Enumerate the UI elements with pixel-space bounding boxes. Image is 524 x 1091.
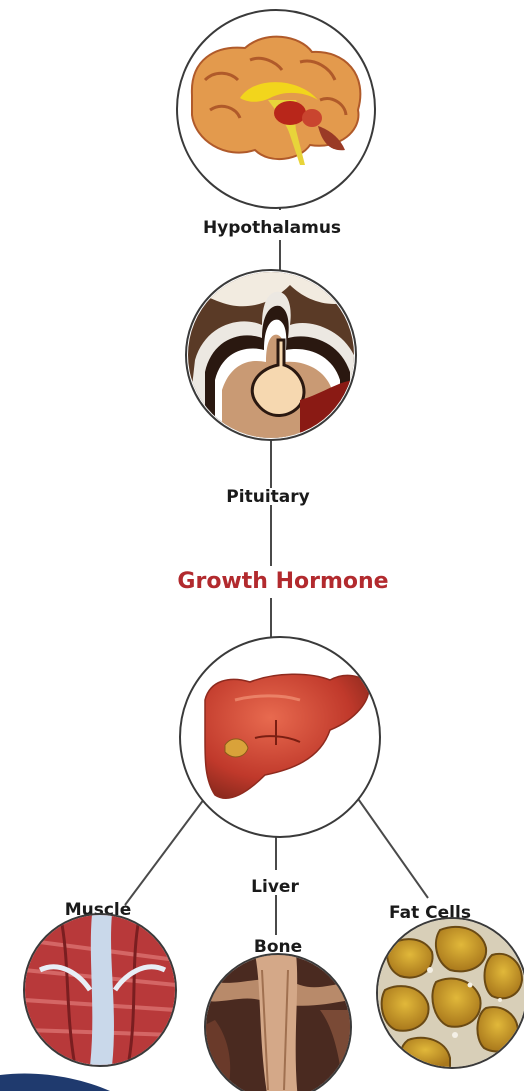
growth-hormone-label: Growth Hormone bbox=[177, 569, 388, 594]
liver-label: Liver bbox=[251, 877, 299, 897]
liver-icon bbox=[180, 637, 380, 837]
brain-icon bbox=[177, 10, 375, 208]
pituitary-label: Pituitary bbox=[226, 487, 309, 507]
corner-band-decoration bbox=[0, 1073, 110, 1091]
fat-cells-icon bbox=[377, 918, 524, 1068]
pituitary-gland-icon bbox=[186, 270, 356, 440]
bone-tissue-icon bbox=[205, 954, 351, 1091]
muscle-tissue-icon bbox=[24, 914, 176, 1066]
hypothalamus-label: Hypothalamus bbox=[203, 218, 341, 238]
